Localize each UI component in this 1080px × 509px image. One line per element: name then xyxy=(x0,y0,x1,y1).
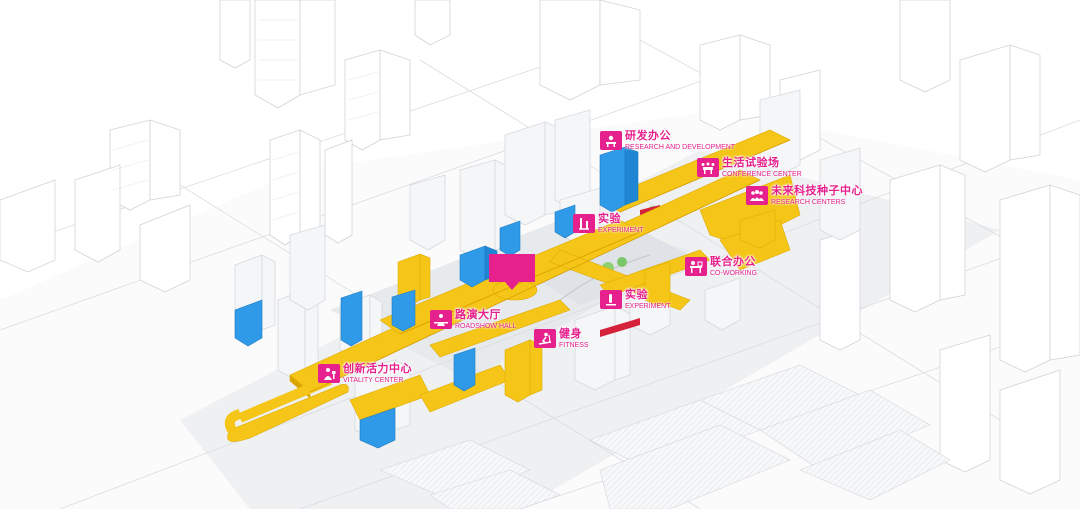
label-fitness-en: FITNESS xyxy=(559,342,589,349)
label-vitality-cn: 创新活力中心 xyxy=(343,363,412,375)
label-co-working: 联合办公 CO-WORKING xyxy=(685,257,757,277)
label-coworking-cn: 联合办公 xyxy=(710,256,756,268)
label-roadshow-cn: 路演大厅 xyxy=(455,309,501,321)
label-seed-center-en: RESEARCH CENTERS xyxy=(771,199,846,206)
label-experiment-upper: 实验 EXPERIMENT xyxy=(573,214,644,234)
label-fitness-cn: 健身 xyxy=(559,328,582,340)
background-towers-right xyxy=(539,0,1080,495)
lab-flask-icon xyxy=(573,214,595,233)
label-experiment-middle-cn: 实验 xyxy=(625,289,648,301)
label-roadshow-en: ROADSHOW HALL xyxy=(455,323,517,330)
label-conference-cn: 生活试验场 xyxy=(722,157,780,169)
cowork-desk-icon xyxy=(685,257,707,276)
label-conference-center: 生活试验场 CONFERENCE CENTER xyxy=(697,158,802,178)
treadmill-icon xyxy=(534,329,556,348)
presenter-icon xyxy=(430,310,452,329)
innovation-person-icon xyxy=(318,364,340,383)
blue-program-blocks xyxy=(234,146,639,449)
label-research-development: 研发办公 RESEARCH AND DEVELOPMENT xyxy=(600,131,735,151)
label-vitality-en: VITALITY CENTER xyxy=(343,377,404,384)
label-research-cn: 研发办公 xyxy=(625,130,671,142)
label-vitality-center: 创新活力中心 VITALITY CENTER xyxy=(318,364,412,384)
label-research-en: RESEARCH AND DEVELOPMENT xyxy=(625,144,736,151)
label-conference-en: CONFERENCE CENTER xyxy=(722,171,802,178)
label-experiment-middle-en: EXPERIMENT xyxy=(625,303,671,310)
meeting-table-icon xyxy=(697,158,719,177)
group-people-icon xyxy=(746,186,768,205)
dense-low-rise xyxy=(379,364,951,509)
label-fitness: 健身 FITNESS xyxy=(534,329,589,349)
pink-screen-marker xyxy=(489,254,535,290)
label-experiment-middle: 实验 EXPERIMENT xyxy=(600,290,671,310)
label-experiment-upper-cn: 实验 xyxy=(598,213,621,225)
background-tower-stripes xyxy=(112,19,379,221)
label-research-centers: 未来科技种子中心 RESEARCH CENTERS xyxy=(746,186,863,206)
test-tube-icon xyxy=(600,290,622,309)
label-seed-center-cn: 未来科技种子中心 xyxy=(771,185,863,197)
label-experiment-upper-en: EXPERIMENT xyxy=(598,227,644,234)
office-desk-icon xyxy=(600,131,622,150)
label-coworking-en: CO-WORKING xyxy=(710,270,758,277)
label-roadshow-hall: 路演大厅 ROADSHOW HALL xyxy=(430,310,516,330)
